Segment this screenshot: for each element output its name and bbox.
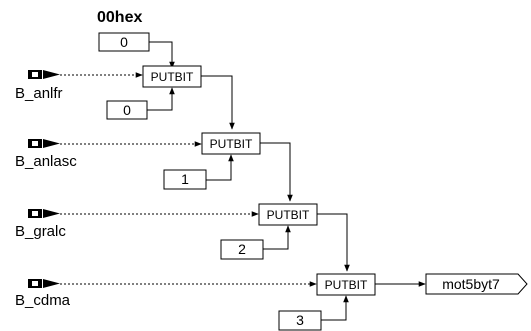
bit-constant-4-value: 3 xyxy=(296,312,304,328)
bit-constant-1-value: 0 xyxy=(123,102,131,118)
bit-constant-3-value: 2 xyxy=(238,241,246,257)
putbit-block-1-label: PUTBIT xyxy=(151,70,194,84)
initial-constant-wire xyxy=(149,41,175,69)
input-label-b-gralc: B_gralc xyxy=(15,223,66,240)
input-port-b-anlasc[interactable] xyxy=(28,139,60,148)
initial-constant-value: 0 xyxy=(120,34,128,50)
bit-constant-3-wire xyxy=(263,225,291,250)
bit-constant-box-4[interactable]: 3 xyxy=(278,310,322,331)
chain-wire-2 xyxy=(260,142,293,202)
input-label-b-cdma: B_cdma xyxy=(15,292,71,309)
chain-wire-1 xyxy=(201,75,235,130)
bit-constant-box-1[interactable]: 0 xyxy=(106,100,148,120)
input-label-b-anlasc: B_anlasc xyxy=(15,153,77,170)
input-port-b-gralc[interactable] xyxy=(28,209,60,218)
putbit-block-3[interactable]: PUTBIT xyxy=(258,203,318,226)
input-port-b-cdma[interactable] xyxy=(28,279,60,288)
bit-constant-4-wire xyxy=(321,295,349,321)
bit-constant-2-value: 1 xyxy=(181,171,189,187)
output-label: mot5byt7 xyxy=(442,276,500,292)
bit-constant-1-wire xyxy=(147,87,175,111)
chain-wire-3 xyxy=(317,213,350,272)
putbit-block-4[interactable]: PUTBIT xyxy=(316,273,376,296)
putbit-block-1[interactable]: PUTBIT xyxy=(142,65,202,88)
putbit-block-2[interactable]: PUTBIT xyxy=(201,132,261,155)
putbit-block-4-label: PUTBIT xyxy=(325,278,368,292)
input-port-b-anlfr[interactable] xyxy=(28,70,60,79)
initial-constant-box[interactable]: 0 xyxy=(98,32,150,52)
output-port-mot5byt7[interactable]: mot5byt7 xyxy=(425,273,528,295)
bit-constant-box-2[interactable]: 1 xyxy=(163,169,207,190)
diagram-title: 00hex xyxy=(97,9,142,26)
putbit-block-2-label: PUTBIT xyxy=(210,137,253,151)
bit-constant-2-wire xyxy=(206,154,234,181)
putbit-block-3-label: PUTBIT xyxy=(267,208,310,222)
input-label-b-anlfr: B_anlfr xyxy=(15,85,63,102)
bit-constant-box-3[interactable]: 2 xyxy=(220,239,264,260)
